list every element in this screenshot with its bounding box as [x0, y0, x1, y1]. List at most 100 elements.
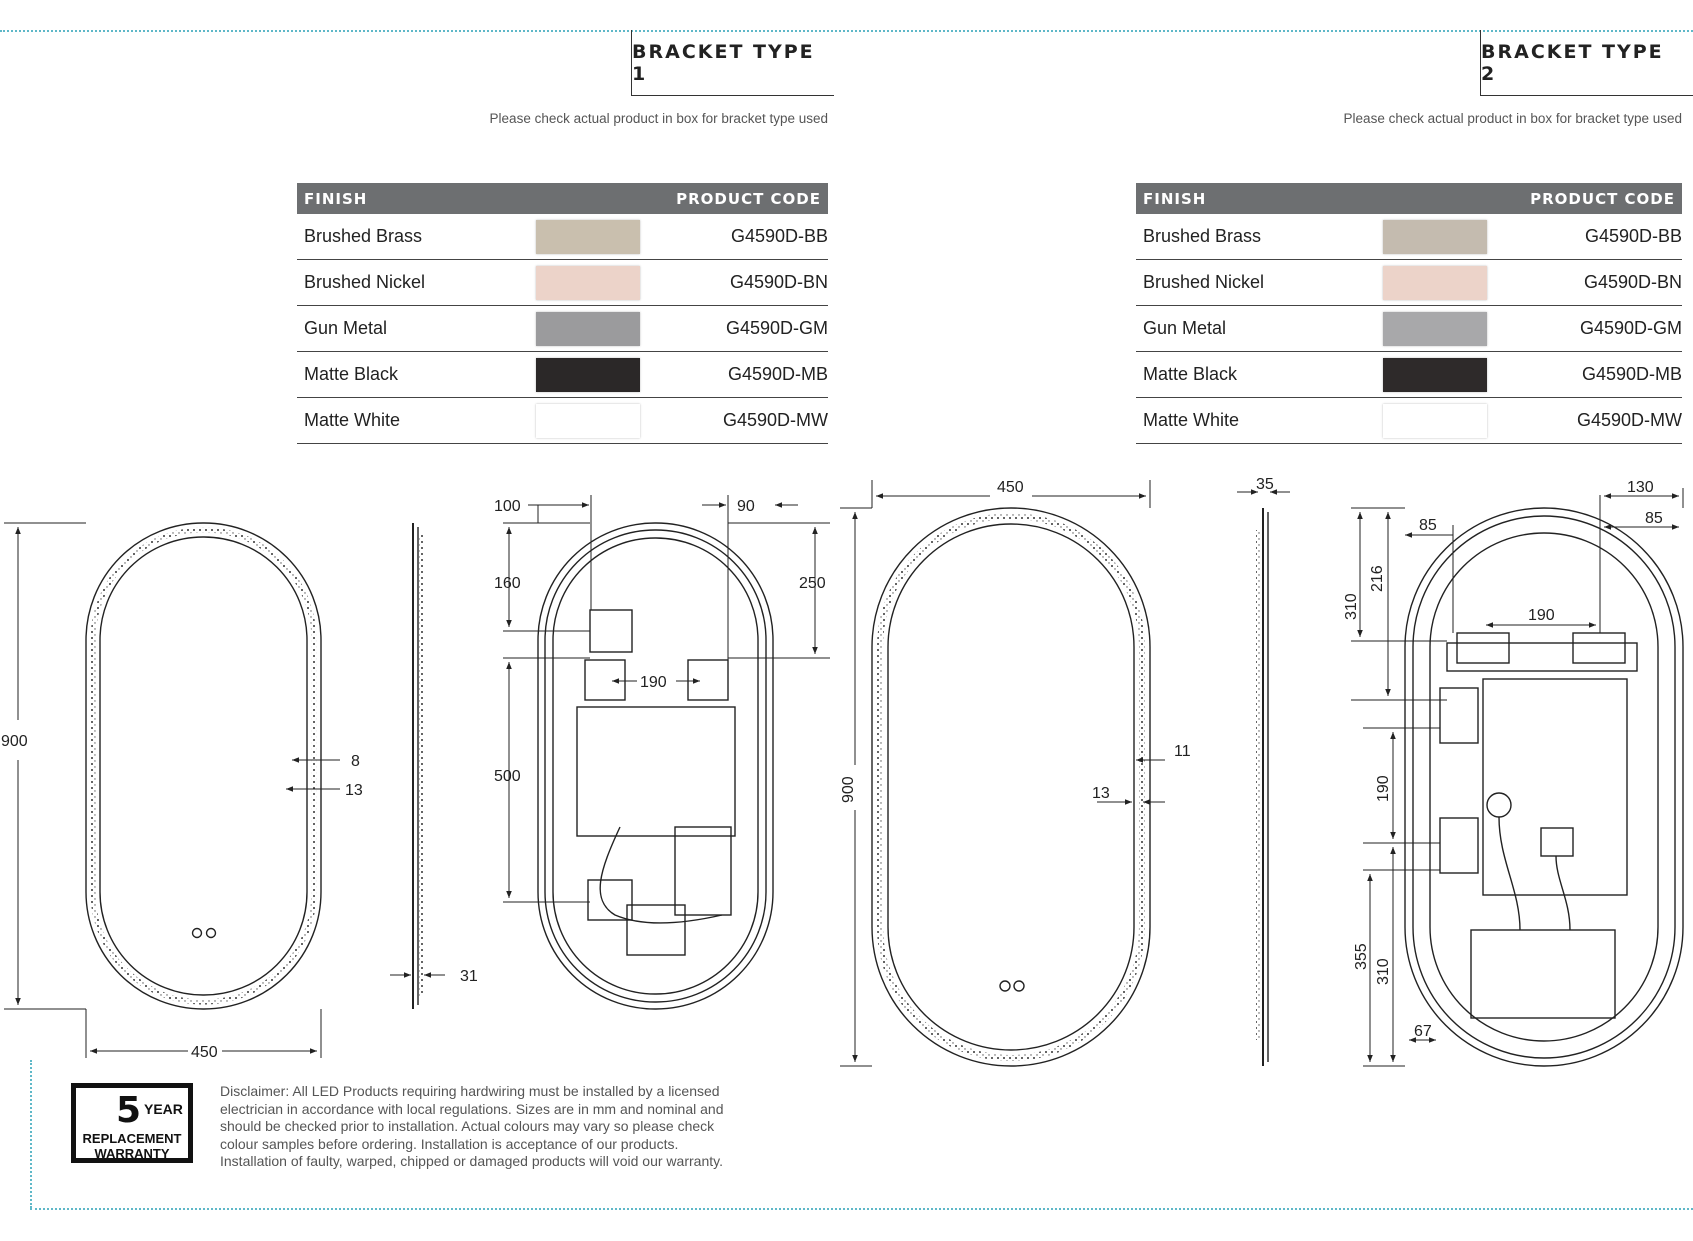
- dim-label-500: 500: [494, 768, 521, 785]
- finish-swatch-brushed-brass: [536, 219, 640, 254]
- product-code: G4590D-GM: [1504, 305, 1682, 352]
- finish-swatch-matte-black: [536, 357, 640, 392]
- finish-swatch: [1365, 214, 1504, 260]
- dim-label-160: 160: [494, 575, 521, 592]
- table-row: Brushed Nickel G4590D-BN: [1136, 259, 1682, 306]
- table-row: Matte White G4590D-MW: [297, 397, 828, 444]
- header-swatch: [521, 183, 655, 214]
- table-row: Matte Black G4590D-MB: [297, 351, 828, 398]
- product-code: G4590D-BN: [655, 259, 828, 306]
- bracket-type-2-title: BRACKET TYPE 2: [1480, 30, 1693, 96]
- finish-name: Matte White: [1136, 397, 1365, 444]
- dim-label-height: 900: [840, 776, 857, 803]
- dotted-border-top: [0, 30, 1693, 32]
- table-row: Gun Metal G4590D-GM: [1136, 305, 1682, 352]
- product-code: G4590D-MW: [655, 397, 828, 444]
- product-code: G4590D-BN: [1504, 259, 1682, 306]
- dim-label-8: 8: [351, 753, 360, 770]
- finish-table-1: FINISH PRODUCT CODE Brushed Brass G4590D…: [297, 183, 828, 444]
- finish-name: Brushed Brass: [297, 214, 521, 260]
- dim-label-190: 190: [640, 674, 667, 691]
- dim-label-250: 250: [799, 575, 826, 592]
- finish-swatch: [521, 259, 655, 306]
- product-code: G4590D-GM: [655, 305, 828, 352]
- finish-table-header: FINISH PRODUCT CODE: [1136, 183, 1682, 214]
- header-product-code: PRODUCT CODE: [655, 183, 828, 214]
- dotted-border-bottom: [30, 1208, 1693, 1210]
- finish-swatch-gun-metal: [1382, 311, 1487, 346]
- dim-label-width: 450: [191, 1044, 218, 1061]
- finish-swatch: [1365, 397, 1504, 444]
- bracket-type-2-note: Please check actual product in box for b…: [1343, 111, 1682, 126]
- dotted-border-left: [30, 1060, 32, 1208]
- dim-label-35: 35: [1256, 476, 1274, 493]
- product-code: G4590D-BB: [655, 214, 828, 260]
- dim-label-310-top: 310: [1343, 593, 1360, 620]
- product-code: G4590D-MB: [655, 351, 828, 398]
- warranty-line-warranty: WARRANTY: [94, 1146, 170, 1161]
- dim-label-13: 13: [345, 782, 363, 799]
- touch-sensor-icon: [999, 980, 1011, 992]
- dim-label-width: 450: [997, 479, 1024, 496]
- warranty-badge: 5 YEAR REPLACEMENT WARRANTY: [71, 1083, 193, 1163]
- touch-sensor-icon: [191, 927, 203, 939]
- finish-swatch: [521, 305, 655, 352]
- finish-name: Matte Black: [1136, 351, 1365, 398]
- dim-label-height: 900: [1, 733, 28, 750]
- dim-label-11: 11: [1174, 743, 1191, 760]
- warranty-year-label: YEAR: [144, 1101, 183, 1117]
- finish-swatch: [521, 397, 655, 444]
- finish-table-2: FINISH PRODUCT CODE Brushed Brass G4590D…: [1136, 183, 1682, 444]
- finish-table-header: FINISH PRODUCT CODE: [297, 183, 828, 214]
- finish-swatch: [521, 214, 655, 260]
- bracket-type-1-note: Please check actual product in box for b…: [489, 111, 828, 126]
- table-row: Matte White G4590D-MW: [1136, 397, 1682, 444]
- dim-label-90: 90: [737, 498, 755, 515]
- finish-name: Matte Black: [297, 351, 521, 398]
- finish-name: Gun Metal: [1136, 305, 1365, 352]
- finish-swatch-matte-white: [1382, 403, 1487, 438]
- finish-name: Brushed Nickel: [297, 259, 521, 306]
- dim-label-190-vertical: 190: [1375, 775, 1392, 802]
- product-code: G4590D-BB: [1504, 214, 1682, 260]
- dim-label-310-bottom: 310: [1375, 958, 1392, 985]
- finish-swatch: [1365, 351, 1504, 398]
- dim-label-190-horizontal: 190: [1528, 607, 1555, 624]
- finish-swatch-gun-metal: [536, 311, 640, 346]
- header-product-code: PRODUCT CODE: [1504, 183, 1682, 214]
- dim-label-85-right: 85: [1645, 510, 1663, 527]
- table-row: Brushed Brass G4590D-BB: [1136, 214, 1682, 260]
- bracket-2-dimension-labels: 450 900 11 13 35 130 85 85 216 310 190 1…: [840, 476, 1663, 1040]
- disclaimer-text: Disclaimer: All LED Products requiring h…: [220, 1083, 724, 1169]
- finish-name: Matte White: [297, 397, 521, 444]
- touch-sensor-icon: [1013, 980, 1025, 992]
- product-code: G4590D-MB: [1504, 351, 1682, 398]
- touch-sensor-icon: [205, 927, 217, 939]
- finish-name: Brushed Brass: [1136, 214, 1365, 260]
- header-swatch: [1365, 183, 1504, 214]
- finish-swatch-brushed-brass: [1382, 219, 1487, 254]
- table-row: Brushed Nickel G4590D-BN: [297, 259, 828, 306]
- product-code: G4590D-MW: [1504, 397, 1682, 444]
- finish-name: Gun Metal: [297, 305, 521, 352]
- dim-label-216: 216: [1369, 565, 1386, 592]
- finish-swatch: [1365, 259, 1504, 306]
- bracket-2-side-view: [1237, 489, 1290, 1066]
- dim-label-31: 31: [460, 968, 478, 985]
- power-outlet-icon: [1486, 792, 1512, 818]
- header-finish: FINISH: [297, 183, 521, 214]
- finish-swatch-matte-black: [1382, 357, 1487, 392]
- bracket-1-rear-view: [503, 495, 830, 1010]
- bracket-1-front-view: [4, 522, 340, 1058]
- warranty-years-number: 5: [116, 1090, 142, 1131]
- dim-label-85-left: 85: [1419, 517, 1437, 534]
- finish-swatch: [1365, 305, 1504, 352]
- header-finish: FINISH: [1136, 183, 1365, 214]
- table-row: Brushed Brass G4590D-BB: [297, 214, 828, 260]
- warranty-line-replacement: REPLACEMENT: [82, 1131, 182, 1146]
- dim-label-13: 13: [1092, 785, 1110, 802]
- bracket-type-1-title: BRACKET TYPE 1: [631, 30, 834, 96]
- finish-name: Brushed Nickel: [1136, 259, 1365, 306]
